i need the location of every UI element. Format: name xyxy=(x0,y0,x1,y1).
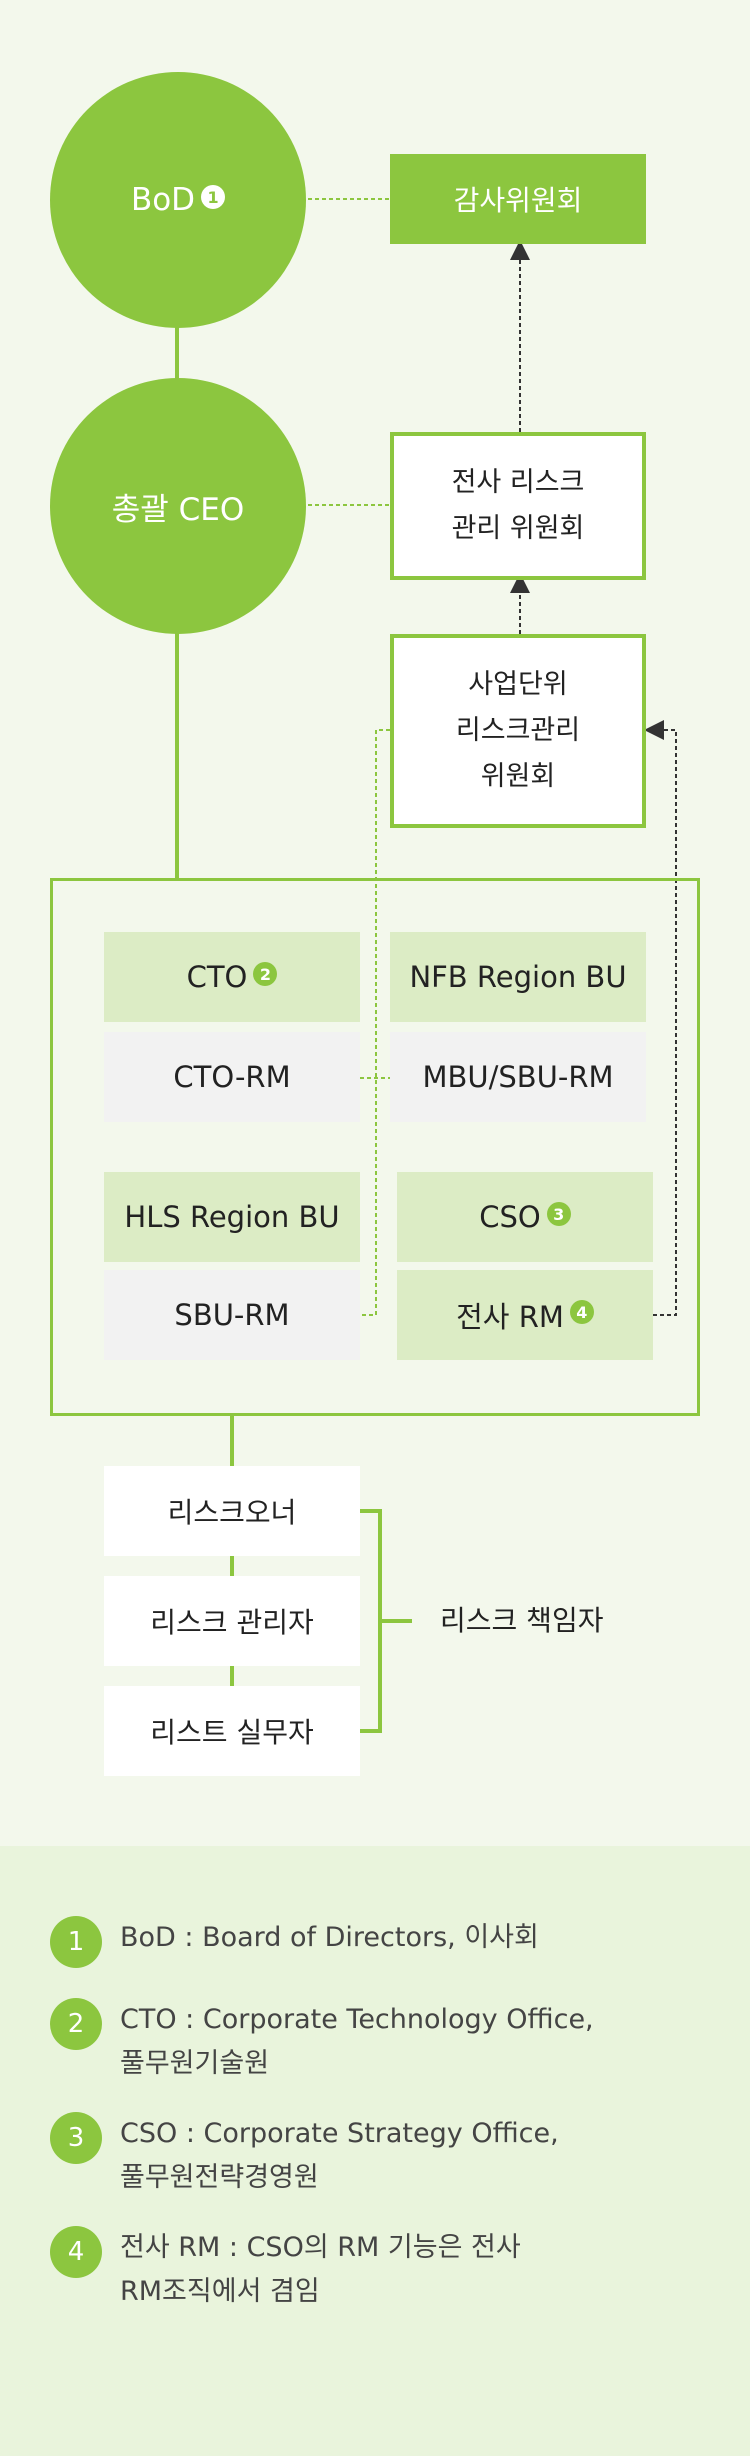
legend-item: 2 CTO : Corporate Technology Office, 풀무원… xyxy=(50,1998,594,2086)
risk-owner-label: 리스크오너 xyxy=(167,1496,297,1529)
arrow-ent-rm-to-bu xyxy=(644,720,677,1316)
bod-label: BoD xyxy=(130,182,196,218)
risk-owner-box: 리스크오너 xyxy=(104,1466,360,1556)
cto-label: CTO xyxy=(186,960,248,994)
bu-risk-committee-label: 사업단위 리스크관리 위원회 xyxy=(455,669,581,792)
enterprise-risk-committee-box: 전사 리스크 관리 위원회 xyxy=(390,432,646,580)
organization-container xyxy=(50,878,700,1416)
risk-staff-box: 리스트 실무자 xyxy=(104,1686,360,1776)
enterprise-rm-label: 전사 RM xyxy=(456,1300,564,1334)
risk-responsible-label: 리스크 책임자 xyxy=(440,1604,604,1637)
audit-committee-label: 감사위원회 xyxy=(453,184,583,217)
bu-committee-sbu-link xyxy=(360,729,390,1316)
risk-staff-label: 리스트 실무자 xyxy=(150,1716,314,1749)
hls-region-bu-box: HLS Region BU xyxy=(104,1172,360,1262)
connector-lines xyxy=(175,198,677,1733)
enterprise-risk-committee-label: 전사 리스크 관리 위원회 xyxy=(451,467,585,544)
legend-text: CSO : Corporate Strategy Office, 풀무원전략경영… xyxy=(120,2118,559,2193)
legend-number: 2 xyxy=(50,1998,102,2050)
cto-rm-label: CTO-RM xyxy=(173,1060,291,1094)
risk-manager-label: 리스크 관리자 xyxy=(150,1606,314,1639)
mbu-sbu-rm-label: MBU/SBU-RM xyxy=(422,1060,614,1094)
cto-rm-box: CTO-RM xyxy=(104,1032,360,1122)
ceo-circle: 총괄 CEO xyxy=(50,378,306,634)
mbu-sbu-rm-box: MBU/SBU-RM xyxy=(390,1032,646,1122)
legend-text: BoD : Board of Directors, 이사회 xyxy=(120,1922,539,1953)
bod-badge: 1 xyxy=(201,185,226,209)
ceo-label: 총괄 CEO xyxy=(111,491,245,528)
bu-risk-committee-box: 사업단위 리스크관리 위원회 xyxy=(390,634,646,828)
responsible-bracket xyxy=(360,1509,382,1733)
nfb-region-bu-label: NFB Region BU xyxy=(409,960,627,994)
risk-manager-box: 리스크 관리자 xyxy=(104,1576,360,1666)
sbu-rm-box: SBU-RM xyxy=(104,1270,360,1360)
audit-committee-box: 감사위원회 xyxy=(390,154,646,244)
cto-badge: 2 xyxy=(253,962,278,986)
legend-text: 전사 RM : CSO의 RM 기능은 전사 RM조직에서 겸임 xyxy=(120,2232,521,2307)
legend-item: 3 CSO : Corporate Strategy Office, 풀무원전략… xyxy=(50,2112,559,2200)
legend-text: CTO : Corporate Technology Office, 풀무원기술… xyxy=(120,2004,594,2079)
legend-panel: 1 BoD : Board of Directors, 이사회 2 CTO : … xyxy=(0,1846,750,2456)
nfb-region-bu-box: NFB Region BU xyxy=(390,932,646,1022)
hls-region-bu-label: HLS Region BU xyxy=(124,1200,340,1234)
cso-badge: 3 xyxy=(546,1202,571,1226)
cso-label: CSO xyxy=(479,1200,541,1234)
sbu-rm-label: SBU-RM xyxy=(174,1298,290,1332)
legend-number: 1 xyxy=(50,1916,102,1968)
legend-item: 1 BoD : Board of Directors, 이사회 xyxy=(50,1916,539,1968)
legend-number: 4 xyxy=(50,2226,102,2278)
enterprise-rm-badge: 4 xyxy=(569,1300,594,1324)
legend-number: 3 xyxy=(50,2112,102,2164)
legend-item: 4 전사 RM : CSO의 RM 기능은 전사 RM조직에서 겸임 xyxy=(50,2226,521,2314)
